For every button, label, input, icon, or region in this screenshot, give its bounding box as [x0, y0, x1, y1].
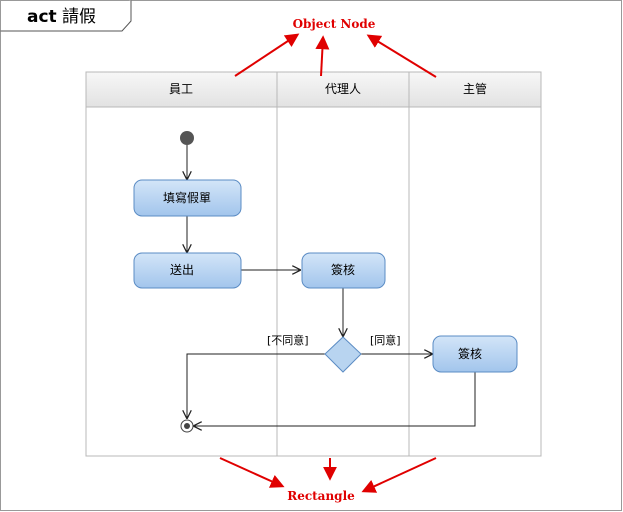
- action-fill-form-box: [133, 179, 242, 217]
- annotation-object-node-label: Object Node: [293, 17, 376, 31]
- flow-manager-to-end: [194, 372, 476, 426]
- action-agent-review-label: 簽核: [331, 263, 355, 277]
- annotation-arrow-bottom-left: [219, 457, 285, 488]
- action-manager-review-label: 簽核: [458, 347, 482, 361]
- guard-approve: [同意]: [370, 333, 401, 347]
- action-submit: 送出: [133, 252, 242, 289]
- frame-keyword: act: [27, 7, 57, 27]
- annotation-object-node: Object Node: [234, 17, 437, 78]
- action-fill-form-label: 填寫假單: [163, 190, 211, 205]
- lane-header-employee: 員工: [169, 82, 193, 96]
- final-node-dot: [184, 423, 190, 429]
- guard-reject: [不同意]: [267, 333, 309, 347]
- lane-header-bar: [85, 71, 542, 108]
- frame-name: 請假: [62, 7, 96, 27]
- annotation-rectangle: Rectangle: [219, 457, 437, 503]
- annotation-arrow-top-middle: [315, 35, 330, 77]
- control-flows: [187, 145, 476, 426]
- lane-header-agent: 代理人: [325, 82, 361, 96]
- flow-decision-reject: [187, 353, 325, 418]
- action-agent-review-box: [301, 252, 386, 289]
- action-fill-form: 填寫假單: [133, 179, 242, 217]
- final-node: [180, 419, 194, 433]
- action-submit-label: 送出: [170, 262, 194, 277]
- annotation-arrow-bottom-right: [361, 457, 437, 493]
- action-agent-review: 簽核: [301, 252, 386, 289]
- initial-node: [180, 131, 194, 145]
- annotation-rectangle-label: Rectangle: [287, 489, 355, 503]
- action-manager-review-box: [432, 335, 518, 373]
- decision-node: [324, 336, 362, 373]
- lane-header-manager: 主管: [463, 81, 487, 96]
- action-submit-box: [133, 252, 242, 289]
- action-manager-review: 簽核: [432, 335, 518, 373]
- frame-name-tab: [0, 0, 132, 32]
- annotation-arrow-top-right: [366, 34, 437, 78]
- annotation-arrow-top-left: [234, 33, 300, 77]
